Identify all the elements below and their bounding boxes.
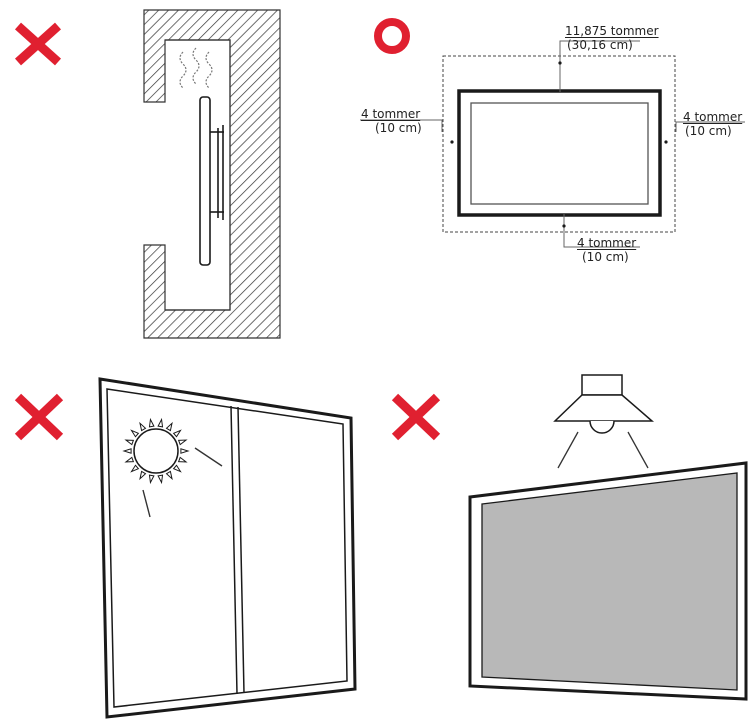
sun-ray (130, 429, 140, 438)
enclosed-recess-illustration (143, 9, 281, 339)
hatched-wall (143, 9, 281, 339)
sun-ray (165, 470, 173, 481)
window-mullion (230, 405, 245, 695)
right-clearance-line1: 4 tommer (683, 110, 743, 124)
sun-ray (139, 421, 147, 432)
light-beams (557, 431, 649, 469)
sun-icon (122, 417, 190, 485)
sun-ray (122, 448, 132, 454)
display-side-view (199, 96, 211, 266)
right-clearance-line2: (10 cm) (685, 124, 732, 138)
circle-icon (374, 18, 410, 54)
sun-ray (124, 456, 135, 463)
sun-ray (177, 456, 188, 463)
display-screen-reflection (481, 472, 738, 691)
left-clearance-label: 4 tommer (10 cm) (361, 107, 422, 135)
left-clearance-line1: 4 tommer (361, 107, 421, 121)
sun-ray (148, 474, 155, 485)
clearance-zone (442, 55, 676, 233)
sun-ray (165, 421, 173, 432)
top-clearance-line1: 11,875 tommer (565, 24, 659, 38)
sun-ray (177, 439, 188, 446)
sun-ray (148, 417, 155, 428)
sunlight-window-illustration (98, 377, 357, 719)
left-clearance-line2: (10 cm) (375, 121, 422, 135)
sun-ray (172, 464, 182, 473)
heat-waves-icon (179, 47, 213, 89)
sun-ray (124, 439, 135, 446)
dimension-markers (450, 61, 668, 228)
cross-icon (14, 393, 64, 441)
recess-cavity (165, 39, 231, 311)
ceiling-lamp-icon (553, 374, 655, 434)
sun-ray (139, 470, 147, 481)
bottom-clearance-line2: (10 cm) (582, 250, 629, 264)
clearance-illustration (360, 40, 745, 248)
wall-bracket (210, 125, 224, 220)
cross-icon (14, 22, 62, 66)
sun-ray (180, 448, 190, 454)
bottom-clearance-line1: 4 tommer (577, 236, 637, 250)
sun-disc (133, 428, 179, 474)
display-screen (470, 102, 649, 205)
sun-ray (130, 464, 140, 473)
top-clearance-label: 11,875 tommer (30,16 cm) (565, 24, 659, 52)
sun-rays (142, 447, 223, 518)
sun-ray (157, 417, 164, 428)
sun-ray (157, 474, 164, 485)
overhead-lamp-illustration (468, 374, 748, 701)
bottom-clearance-label: 4 tommer (10 cm) (577, 236, 636, 264)
sun-ray (172, 429, 182, 438)
dimension-leaders (360, 40, 745, 248)
top-clearance-line2: (30,16 cm) (567, 38, 633, 52)
right-clearance-label: 4 tommer (10 cm) (683, 110, 742, 138)
cross-icon (391, 393, 441, 441)
